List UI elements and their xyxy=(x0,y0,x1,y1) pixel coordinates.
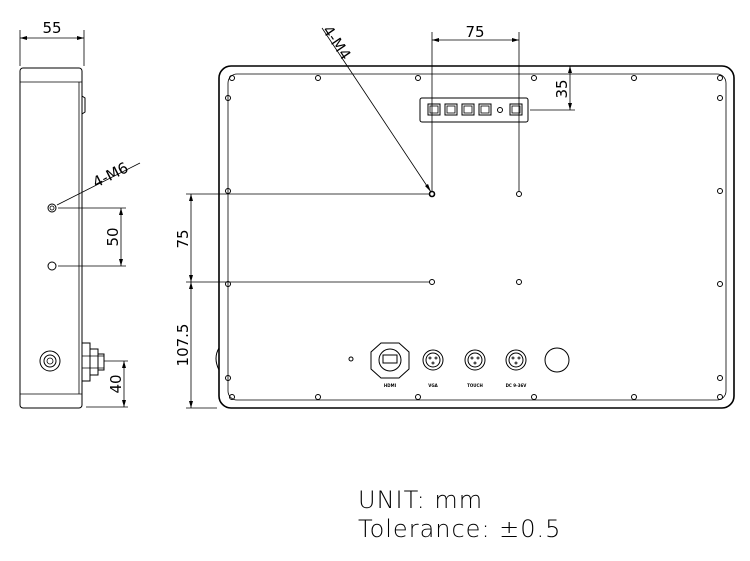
dim-side-width: 55 xyxy=(42,19,61,37)
side-connector xyxy=(39,350,61,372)
perimeter-screws xyxy=(225,75,723,400)
dim-top-hole-spacing: 75 xyxy=(465,23,484,41)
hdmi-port: HDMI xyxy=(370,342,410,388)
dim-connector-height: 40 xyxy=(107,374,125,393)
svg-text:HDMI: HDMI xyxy=(384,383,397,388)
dc-power-port: DC 9-36V xyxy=(505,349,528,388)
rear-frame-outer xyxy=(218,65,735,409)
dim-top-offset: 35 xyxy=(553,79,571,98)
bottom-connectors: HDMI VGA TOUCH xyxy=(348,342,570,388)
svg-text:DC 9-36V: DC 9-36V xyxy=(506,383,528,388)
unit-note: UNIT: mm xyxy=(358,486,483,514)
callout-side-thread: 4-M6 xyxy=(90,159,132,192)
side-body xyxy=(19,67,83,409)
dim-bottom-offset: 107.5 xyxy=(174,324,192,367)
blank-plug xyxy=(544,347,570,373)
side-hole-bottom xyxy=(47,261,57,271)
side-hole-top xyxy=(47,203,57,213)
rear-frame-inner xyxy=(227,73,727,401)
vga-port: VGA xyxy=(422,349,444,388)
callout-front-thread: 4-M4 xyxy=(319,22,355,63)
touch-port: TOUCH xyxy=(464,349,486,388)
svg-text:VGA: VGA xyxy=(428,383,438,388)
dim-bracket-spacing: 50 xyxy=(104,227,122,246)
notes: UNIT: mm Tolerance: ±0.5 xyxy=(358,486,561,543)
side-view: 55 50 40 4-M6 xyxy=(19,19,141,409)
rear-view: HDMI VGA TOUCH xyxy=(174,22,735,409)
svg-text:TOUCH: TOUCH xyxy=(467,383,483,388)
dim-vertical-hole-spacing: 75 xyxy=(174,229,192,248)
top-port-panel xyxy=(419,97,529,123)
tolerance-note: Tolerance: ±0.5 xyxy=(358,515,561,543)
vesa-holes xyxy=(428,190,522,285)
